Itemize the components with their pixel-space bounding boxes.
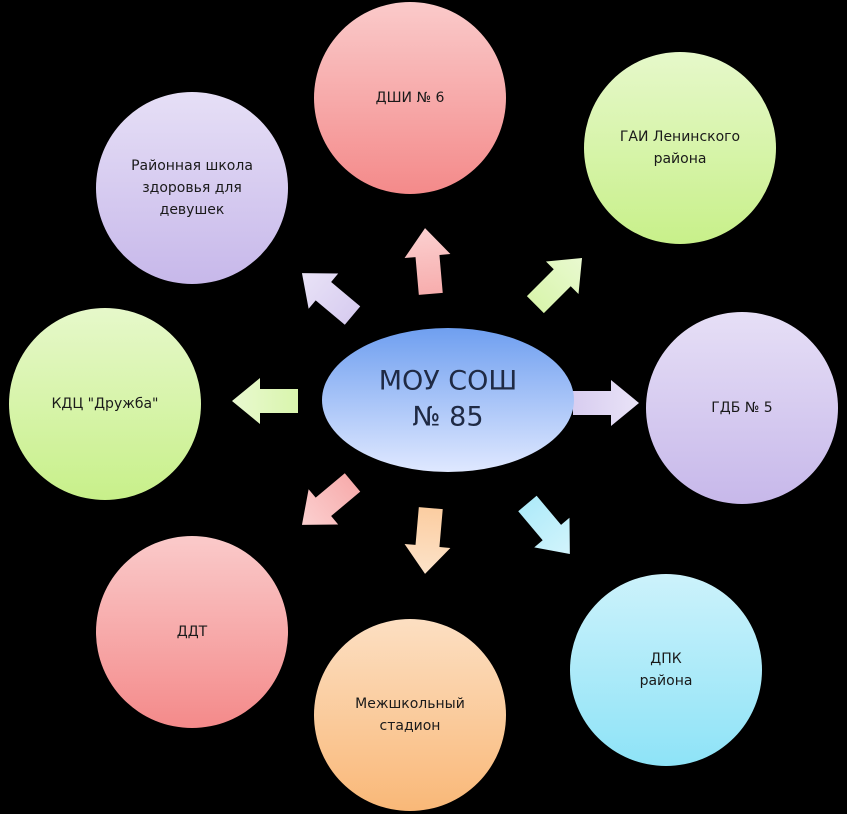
arrow-dshi [404, 228, 451, 295]
arrow-stadium [404, 507, 451, 574]
label-line: ДШИ № 6 [376, 90, 445, 106]
label-line: Районная школа [131, 158, 253, 174]
arrow-girls [301, 273, 361, 325]
arrow-gdb [573, 380, 639, 426]
arrow-dpk [518, 495, 570, 555]
node-circle-girls [96, 92, 288, 284]
label-line: района [640, 673, 693, 689]
node-label-gai: ГАИ Ленинского района [620, 129, 740, 167]
node-circle-gai [584, 52, 776, 244]
label-line: стадион [380, 718, 441, 734]
arrow-gai [526, 257, 583, 314]
node-circle-dpk [570, 574, 762, 766]
node-label-girls: Районная школа здоровья для девушек [131, 158, 253, 218]
label-line: МОУ СОШ [379, 366, 518, 397]
node-label-stadium: Межшкольный стадион [355, 696, 465, 734]
node-circle-gdb [646, 312, 838, 504]
node-label-kdc: КДЦ "Дружба" [51, 396, 158, 412]
center-node: МОУ СОШ № 85 [322, 328, 574, 472]
label-line: № 85 [412, 402, 483, 433]
label-line: девушек [160, 202, 225, 218]
node-label-dpk: ДПК района [640, 651, 693, 689]
node-label-ddt: ДДТ [177, 624, 208, 640]
node-label-dshi: ДШИ № 6 [376, 90, 445, 106]
node-circle-stadium [314, 619, 506, 811]
node-label-gdb: ГДБ № 5 [711, 400, 772, 416]
arrow-kdc [232, 378, 298, 424]
label-line: Межшкольный [355, 696, 465, 712]
label-line: ГДБ № 5 [711, 400, 772, 416]
center-ellipse [322, 328, 574, 472]
arrow-ddt [301, 473, 361, 525]
node-circle-kdc [9, 308, 201, 500]
label-line: здоровья для [142, 180, 242, 196]
label-line: ДДТ [177, 624, 208, 640]
label-line: ДПК [650, 651, 681, 667]
node-circle-dshi [314, 2, 506, 194]
label-line: КДЦ "Дружба" [51, 396, 158, 412]
label-line: ГАИ Ленинского [620, 129, 740, 145]
label-line: района [654, 151, 707, 167]
center-label: МОУ СОШ № 85 [379, 366, 518, 433]
arrows-layer [232, 228, 639, 574]
node-circle-ddt [96, 536, 288, 728]
